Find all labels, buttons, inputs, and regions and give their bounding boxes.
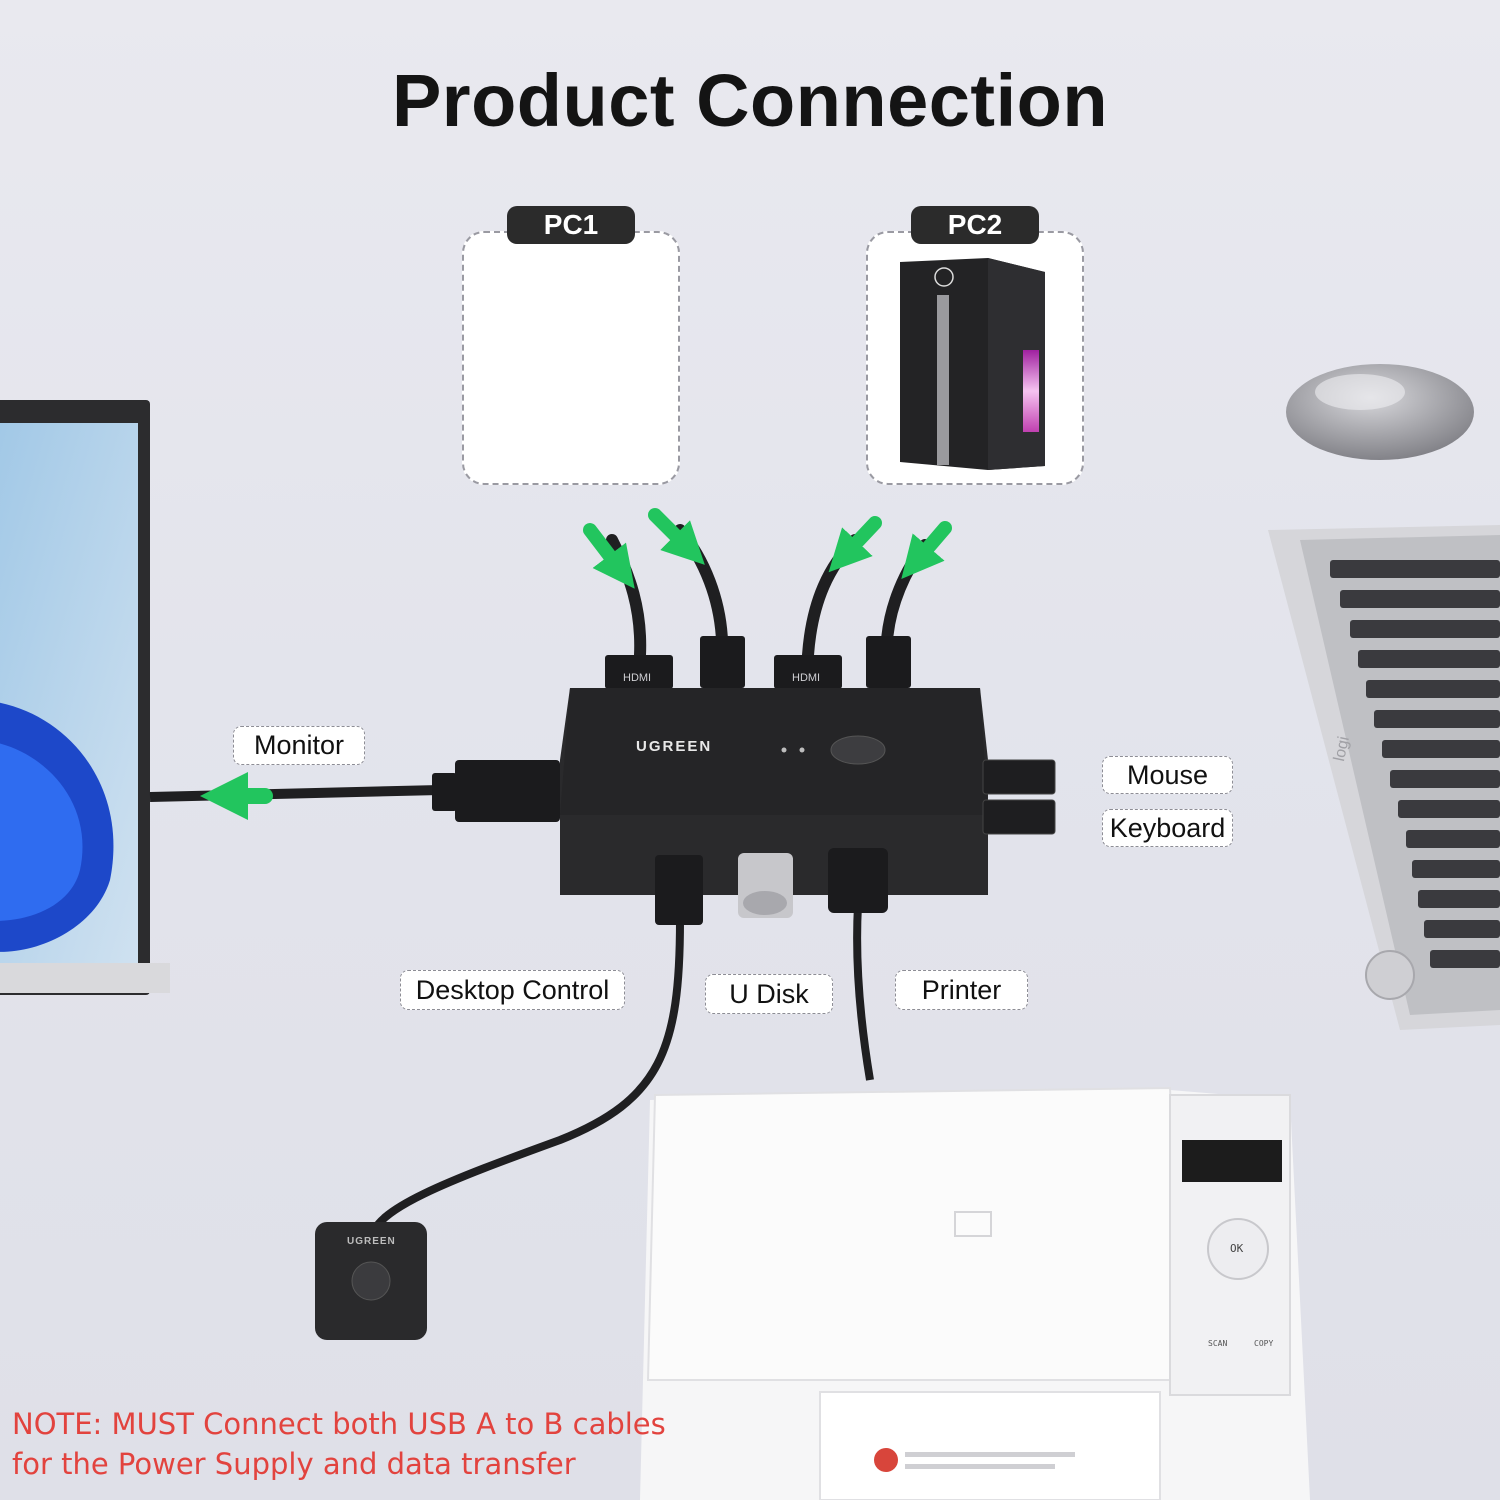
top-connectors: HDMI HDMI [605,636,911,689]
svg-text:HDMI: HDMI [623,672,651,684]
printer-copy-button: COPY [1254,1339,1274,1348]
power-note: NOTE: MUST Connect both USB A to B cable… [12,1404,672,1484]
controller-brand-logo: UGREEN [347,1236,396,1247]
callout-mouse: Mouse [1102,756,1233,794]
printer-ok-button: OK [1230,1242,1244,1255]
pc2-tower [900,258,1045,470]
power-note-line-1: NOTE: MUST Connect both USB A to B cable… [12,1407,666,1441]
hub-brand-logo: UGREEN [636,738,713,755]
monitor [0,400,170,995]
callout-desktop-control: Desktop Control [400,970,625,1010]
mouse [1286,364,1474,460]
pc1-frame [462,231,680,485]
pc1-label: PC1 [507,206,635,244]
input-arrows [583,508,952,589]
keyboard [1268,525,1500,1030]
desktop-controller [315,1222,427,1340]
printer [640,1086,1310,1500]
callout-printer: Printer [895,970,1028,1010]
pc2-label: PC2 [911,206,1039,244]
callout-u-disk: U Disk [705,974,833,1014]
monitor-cable [149,760,560,822]
svg-text:HDMI: HDMI [792,672,820,684]
callout-monitor: Monitor [233,726,365,765]
callout-keyboard: Keyboard [1102,809,1233,847]
kvm-hub [560,688,1056,895]
bottom-cables [368,848,888,1241]
power-note-line-2: for the Power Supply and data transfer [12,1447,576,1481]
page-title: Product Connection [391,59,1109,142]
printer-scan-button: SCAN [1208,1339,1228,1348]
